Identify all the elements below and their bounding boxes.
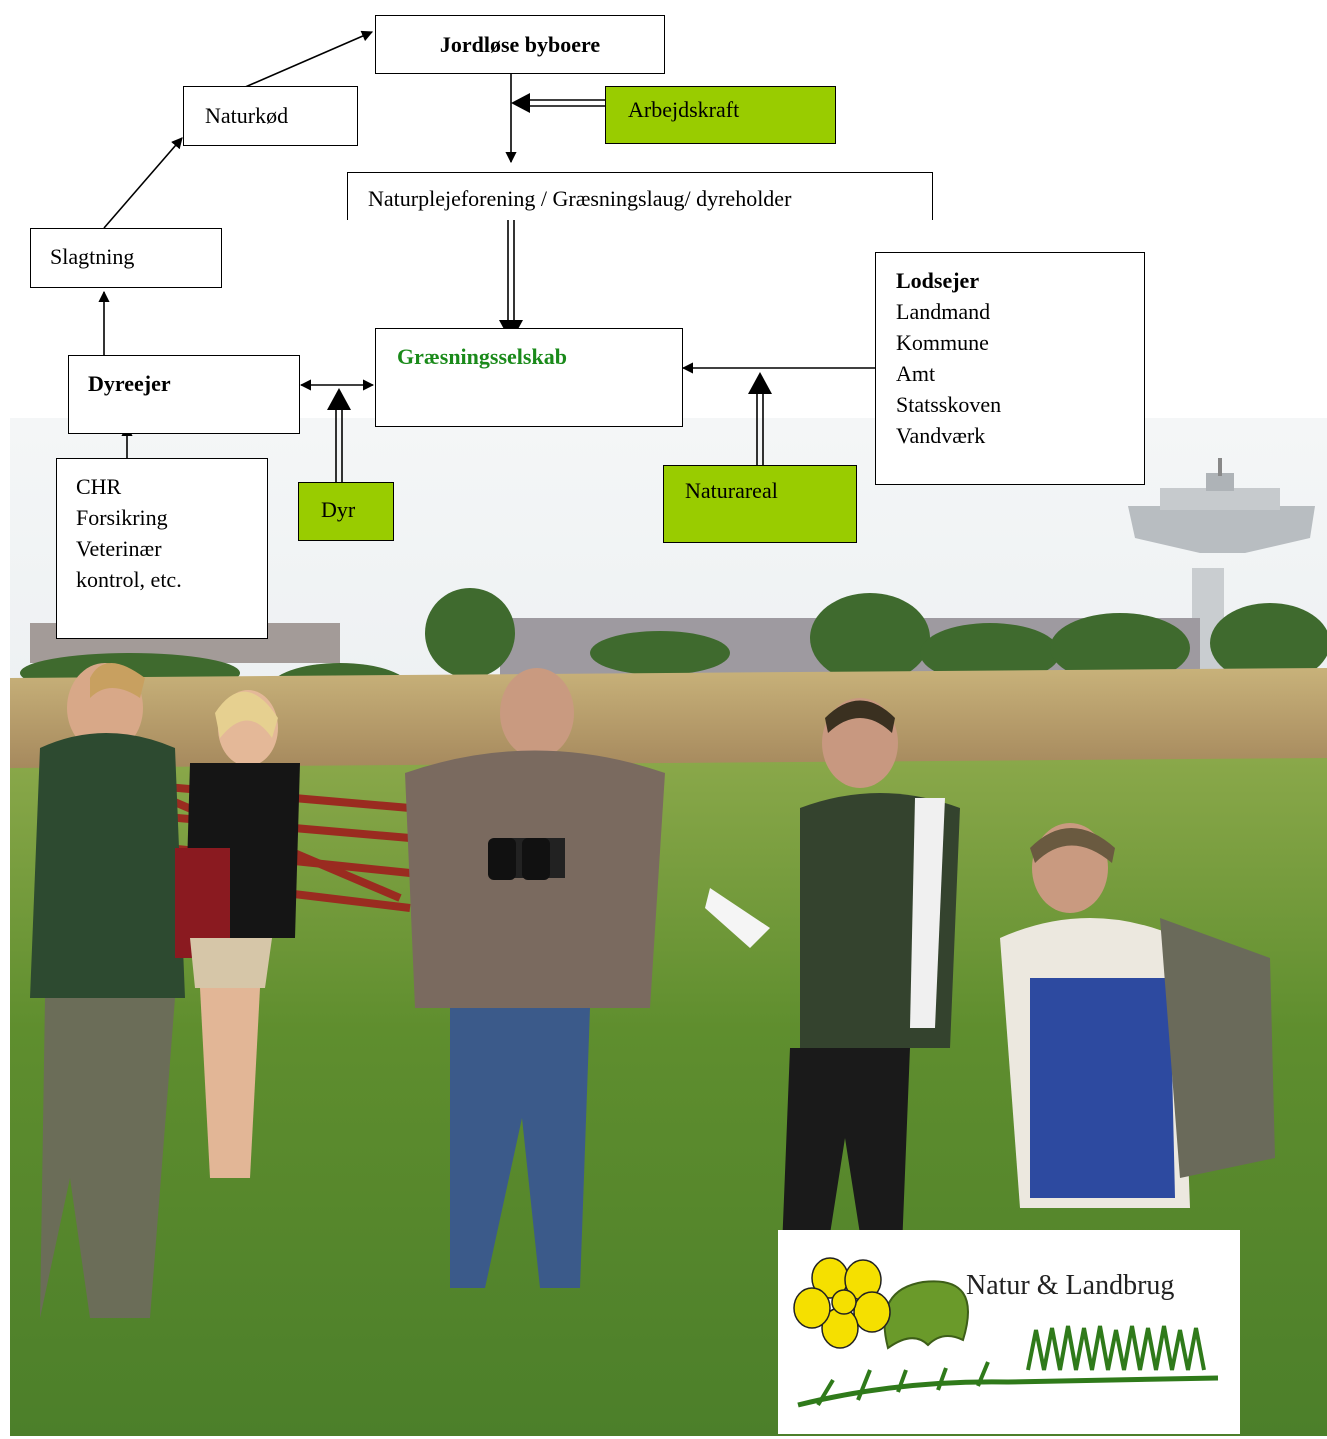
requirement-line: Veterinær	[76, 536, 162, 561]
person-1	[30, 663, 185, 1318]
owner-line: Landmand	[896, 299, 991, 324]
owner-box: Lodsejer Landmand Kommune Amt Statsskove…	[875, 252, 1145, 485]
meat-label: Naturkød	[205, 103, 289, 128]
animals-box: Dyr	[298, 482, 394, 541]
requirements-box: CHR Forsikring Veterinær kontrol, etc.	[56, 458, 268, 639]
requirement-line: kontrol, etc.	[76, 567, 182, 592]
natur-landbrug-logo: Natur & Landbrug	[778, 1230, 1240, 1434]
animals-label: Dyr	[321, 497, 356, 522]
association-label: Naturplejeforening / Græsningslaug/ dyre…	[368, 186, 792, 211]
animal-owner-label: Dyreejer	[88, 371, 171, 396]
person-2	[175, 690, 300, 1178]
logo-text: Natur & Landbrug	[966, 1270, 1175, 1301]
flower-icon	[793, 1257, 891, 1349]
owner-line: Kommune	[896, 330, 989, 355]
owner-line: Statsskoven	[896, 392, 1002, 417]
binoculars-icon	[488, 838, 550, 880]
group-photo	[10, 418, 1327, 1436]
labor-label: Arbejdskraft	[628, 97, 740, 122]
company-label: Græsningsselskab	[397, 344, 567, 369]
nature-area-box: Naturareal	[663, 465, 857, 543]
person-5	[1000, 823, 1275, 1208]
association-box: Naturplejeforening / Græsningslaug/ dyre…	[347, 172, 933, 220]
slaughter-label: Slagtning	[50, 244, 135, 269]
photo-illustration	[10, 418, 1327, 1436]
labor-box: Arbejdskraft	[605, 86, 836, 144]
owner-line: Amt	[896, 361, 936, 386]
slaughter-box: Slagtning	[30, 228, 222, 288]
company-box: Græsningsselskab	[375, 328, 683, 427]
leaf-icon	[883, 1280, 969, 1350]
nature-area-label: Naturareal	[685, 478, 778, 503]
requirement-line: CHR	[76, 474, 122, 499]
logo-graphic	[793, 1257, 1219, 1408]
top-box: Jordløse byboere	[375, 15, 665, 74]
owner-title: Lodsejer	[896, 268, 980, 293]
animal-owner-box: Dyreejer	[68, 355, 300, 434]
grass-blades-icon	[816, 1325, 1206, 1407]
meat-box: Naturkød	[183, 86, 358, 146]
requirement-line: Forsikring	[76, 505, 168, 530]
top-label: Jordløse byboere	[439, 32, 601, 57]
owner-line: Vandværk	[896, 423, 986, 448]
